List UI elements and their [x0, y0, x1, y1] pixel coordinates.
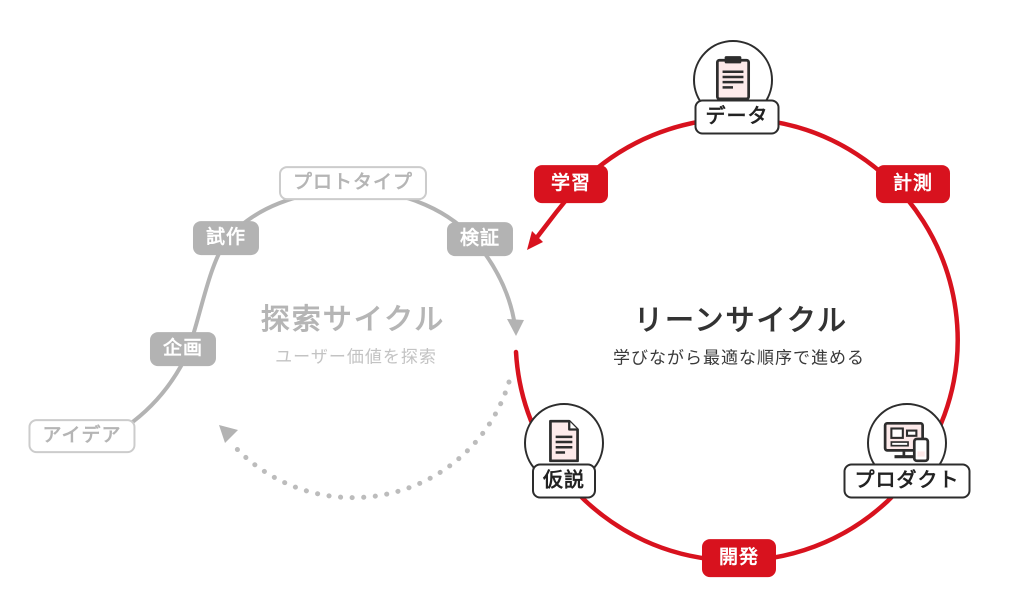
step-measure: 計測	[875, 165, 951, 203]
step-data: データ	[694, 99, 780, 135]
clipboard-icon	[712, 54, 754, 107]
step-validation: 検証	[446, 222, 514, 256]
dotted-return-arc	[231, 379, 512, 501]
step-prototype: プロトタイプ	[278, 166, 428, 200]
lean-cycle-title: リーンサイクル	[633, 305, 849, 337]
step-develop: 開発	[701, 539, 777, 577]
document-icon	[543, 417, 585, 470]
exploration-cycle-subtitle: ユーザー価値を探索	[275, 347, 437, 367]
exploration-arrowhead	[507, 319, 524, 336]
step-idea: アイデア	[28, 419, 136, 453]
step-product: プロダクト	[843, 463, 971, 499]
lean-cycle-subtitle: 学びながら最適な順序で進める	[613, 348, 865, 368]
lean-arc	[513, 116, 960, 563]
step-learning: 学習	[533, 165, 609, 203]
dotted-return-arrowhead	[219, 425, 238, 443]
step-prototyping: 試作	[192, 221, 260, 255]
devices-icon	[882, 419, 932, 468]
lean-arrowhead	[527, 231, 543, 250]
product-node-circle	[867, 403, 947, 483]
step-hypothesis: 仮説	[532, 463, 596, 499]
step-planning: 企画	[149, 332, 217, 366]
exploration-cycle-title: 探索サイクル	[260, 304, 446, 336]
